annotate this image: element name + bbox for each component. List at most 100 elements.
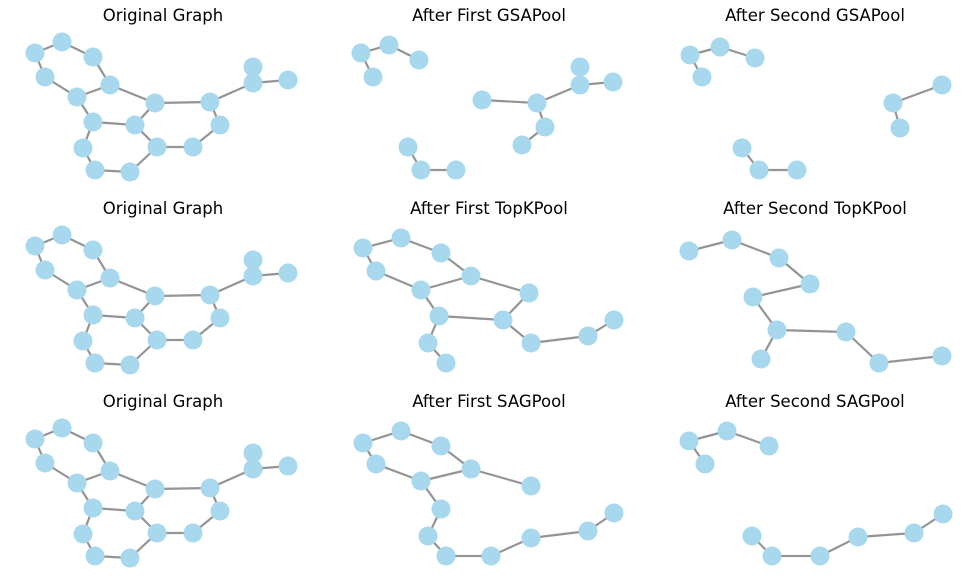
graph-node [35, 67, 55, 87]
graph-node [767, 320, 787, 340]
graph-node [521, 476, 541, 496]
graph-node [431, 436, 451, 456]
graph-node [278, 263, 298, 283]
graph-node [243, 57, 263, 77]
graph-node [52, 32, 72, 52]
graph-canvas-after-second-sagpool [679, 421, 953, 566]
graph-node [351, 43, 371, 63]
graph-node [183, 137, 203, 157]
panel-title-after-second-gsapool: After Second GSAPool [725, 6, 905, 25]
graph-node [243, 443, 263, 463]
graph-node [83, 305, 103, 325]
graph-node [810, 546, 830, 566]
graph-node [83, 47, 103, 67]
graph-node [604, 310, 624, 330]
graph-node [243, 459, 263, 479]
graph-node [521, 528, 541, 548]
graph-node [73, 524, 93, 544]
graph-node [73, 138, 93, 158]
graph-node [120, 162, 140, 182]
graph-node [481, 546, 501, 566]
graph-node [429, 306, 449, 326]
graph-node [278, 456, 298, 476]
graph-node [183, 330, 203, 350]
panel-original-graph-row1: Original Graph [0, 0, 326, 193]
graph-node [512, 135, 532, 155]
panel-title-after-second-topkpool: After Second TopKPool [723, 199, 907, 218]
graph-node [869, 353, 889, 373]
graph-node [363, 67, 383, 87]
graph-node [409, 50, 429, 70]
panel-after-second-sagpool: After Second SAGPool [652, 386, 978, 578]
graph-node [431, 243, 451, 263]
graph-edge [530, 334, 589, 345]
graph-node [353, 238, 373, 258]
graph-node [100, 461, 120, 481]
graph-node [85, 353, 105, 373]
graph-node [535, 117, 555, 137]
graph-edge [752, 282, 811, 299]
graph-node [603, 72, 623, 92]
graph-node [745, 48, 765, 68]
graph-node [243, 73, 263, 93]
graph-node [52, 225, 72, 245]
graph-node [742, 526, 762, 546]
graph-node [366, 454, 386, 474]
graph-node [732, 138, 752, 158]
graph-node [461, 459, 481, 479]
graph-node [120, 355, 140, 375]
graph-canvas-after-second-topkpool [679, 230, 952, 373]
panel-original-graph-row2: Original Graph [0, 193, 326, 386]
graph-node [749, 160, 769, 180]
graph-node [67, 280, 87, 300]
graph-node [147, 330, 167, 350]
panel-after-first-sagpool: After First SAGPool [326, 386, 652, 578]
panel-title-original-row2: Original Graph [102, 199, 224, 218]
graph-node [932, 75, 952, 95]
graph-node [493, 310, 513, 330]
graph-node [570, 75, 590, 95]
graph-edge [776, 328, 847, 334]
graph-node [200, 285, 220, 305]
graph-node [411, 280, 431, 300]
graph-node [67, 473, 87, 493]
graph-node [25, 429, 45, 449]
graph-canvas-after-second-gsapool [680, 37, 952, 180]
graph-node [85, 546, 105, 566]
graph-node [578, 326, 598, 346]
graph-node [679, 241, 699, 261]
graph-node [710, 37, 730, 57]
graph-node [120, 548, 140, 568]
graph-node [83, 240, 103, 260]
graph-node [100, 268, 120, 288]
panel-title-after-first-topkpool: After First TopKPool [410, 199, 568, 218]
graph-node [431, 499, 451, 519]
graph-node [145, 479, 165, 499]
graph-node [436, 353, 456, 373]
graph-node [35, 453, 55, 473]
graph-node [210, 115, 230, 135]
graph-node [411, 160, 431, 180]
graph-node [379, 35, 399, 55]
graph-node [418, 526, 438, 546]
graph-edge [438, 314, 504, 322]
graph-node [200, 92, 220, 112]
graph-node [125, 501, 145, 521]
graph-node [527, 93, 547, 113]
graph-node [461, 266, 481, 286]
graph-node [800, 274, 820, 294]
panel-title-after-second-sagpool: After Second SAGPool [725, 392, 905, 411]
graph-node [145, 286, 165, 306]
graph-canvas-original-row3 [25, 418, 298, 568]
graph-edge [470, 467, 532, 488]
graph-node [722, 230, 742, 250]
graph-node [147, 523, 167, 543]
panel-after-first-topkpool: After First TopKPool [326, 193, 652, 386]
graph-node [391, 421, 411, 441]
graph-node [446, 160, 466, 180]
graph-node [35, 260, 55, 280]
graph-node [52, 418, 72, 438]
graph-canvas-after-first-topkpool [353, 228, 624, 373]
panel-title-after-first-sagpool: After First SAGPool [412, 392, 566, 411]
